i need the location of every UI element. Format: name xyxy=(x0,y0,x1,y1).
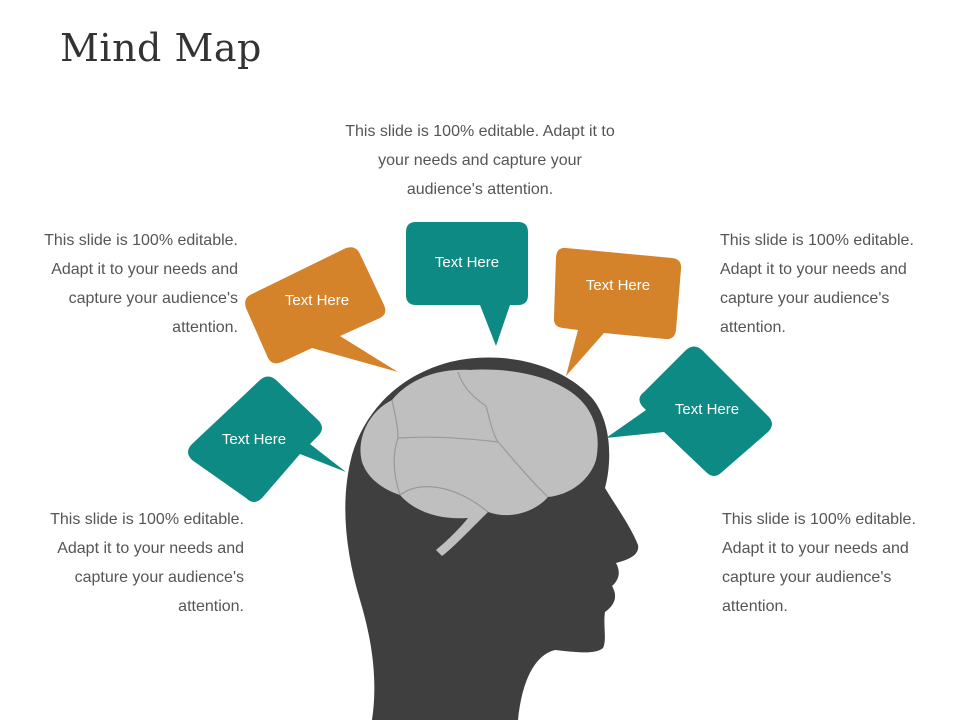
slide-title: Mind Map xyxy=(60,26,262,70)
bubble-label-upper-left: Text Here xyxy=(285,292,349,309)
brain-icon xyxy=(360,369,598,556)
description-lower-left: This slide is 100% editable. Adapt it to… xyxy=(50,511,244,615)
speech-bubble-lower-right: Text Here xyxy=(606,346,772,476)
description-upper-left: This slide is 100% editable. Adapt it to… xyxy=(44,232,238,336)
bubble-label-lower-right: Text Here xyxy=(675,401,739,418)
speech-bubble-lower-left: Text Here xyxy=(188,376,346,502)
bubble-label-center: Text Here xyxy=(435,254,499,271)
description-upper-right: This slide is 100% editable. Adapt it to… xyxy=(720,232,914,336)
description-lower-right: This slide is 100% editable. Adapt it to… xyxy=(722,511,916,615)
description-top: This slide is 100% editable. Adapt it to… xyxy=(345,123,615,198)
speech-bubble-center: Text Here xyxy=(406,222,528,346)
bubble-label-upper-right: Text Here xyxy=(586,277,650,294)
speech-bubble-upper-left: Text Here xyxy=(245,247,398,372)
speech-bubble-upper-right: Text Here xyxy=(553,247,682,376)
bubble-label-lower-left: Text Here xyxy=(222,431,286,448)
